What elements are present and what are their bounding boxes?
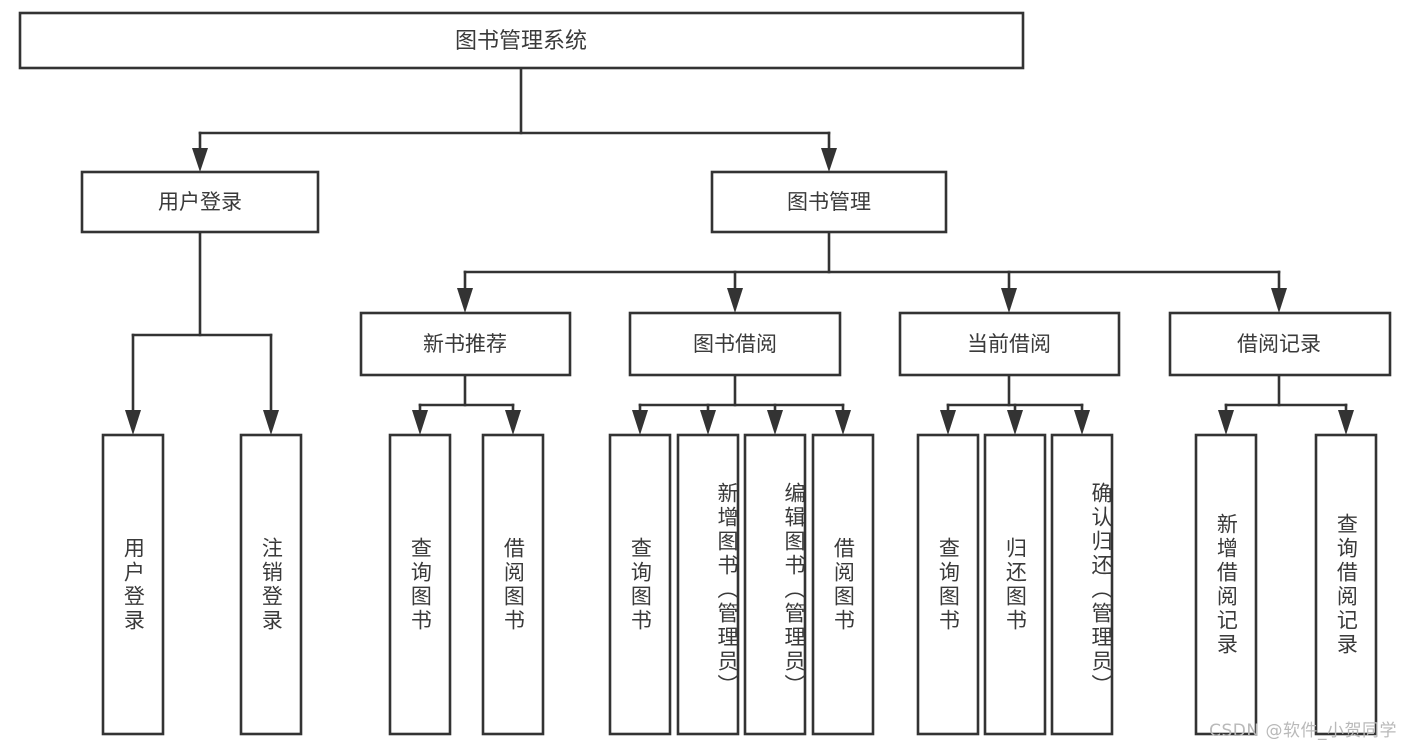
leaf-box-user-login[interactable] [101,433,165,736]
node-book-borrow-box[interactable] [628,311,842,377]
connector-group-current-borrow [940,373,1090,435]
arrowhead-icon [505,410,521,435]
connector-group-book-borrow [632,373,851,435]
node-book-borrow-label: 图书借阅 [693,332,777,356]
arrowhead-icon [835,410,851,435]
connector-group-new-book-rec [412,373,521,435]
leaf-box-borrow-book-1[interactable] [481,433,545,736]
node-book-borrow[interactable]: 图书借阅 [628,311,842,377]
node-root[interactable]: 图书管理系统 [18,11,1025,70]
node-user-login-label: 用户登录 [158,190,242,214]
connector-group-book-mgmt [457,230,1287,313]
node-current-borrow-label: 当前借阅 [967,332,1051,356]
arrowhead-icon [700,410,716,435]
node-new-book-recommend-box[interactable] [359,311,572,377]
arrowhead-icon [1218,410,1234,435]
arrowhead-icon [1074,410,1090,435]
node-root-box[interactable] [18,11,1025,70]
arrowhead-icon [821,148,837,172]
node-new-book-recommend[interactable]: 新书推荐 [359,311,572,377]
leaf-box-return-book[interactable] [983,433,1047,736]
leaf-box-query-book-1[interactable] [388,433,452,736]
node-book-management[interactable]: 图书管理 [710,170,948,234]
node-borrow-record[interactable]: 借阅记录 [1168,311,1392,377]
node-current-borrow-box[interactable] [898,311,1121,377]
arrowhead-icon [940,410,956,435]
connector-group-user-login [125,230,279,435]
arrowhead-icon [1001,288,1017,313]
arrowhead-icon [457,288,473,313]
node-user-login[interactable]: 用户登录 [80,170,320,234]
arrowhead-icon [263,410,279,435]
leaf-box-query-book-3[interactable] [916,433,980,736]
node-book-management-box[interactable] [710,170,948,234]
leaf-box-query-borrow-record[interactable] [1314,433,1378,736]
node-user-login-box[interactable] [80,170,320,234]
leaf-box-borrow-book-2[interactable] [811,433,875,736]
arrowhead-icon [1007,410,1023,435]
arrowhead-icon [125,410,141,435]
leaf-box-logout[interactable] [239,433,303,736]
leaf-box-confirm-return-admin[interactable] [1050,433,1114,736]
arrowhead-icon [192,148,208,172]
node-new-book-recommend-label: 新书推荐 [423,332,507,356]
csdn-watermark: CSDN @软件_小贺同学 [1209,721,1397,741]
connector-group-root [192,66,837,172]
arrowhead-icon [632,410,648,435]
node-current-borrow[interactable]: 当前借阅 [898,311,1121,377]
connector-group-borrow-record [1218,373,1354,435]
leaf-box-add-borrow-record[interactable] [1194,433,1258,736]
arrowhead-icon [1338,410,1354,435]
arrowhead-icon [727,288,743,313]
node-book-management-label: 图书管理 [787,190,871,214]
node-borrow-record-box[interactable] [1168,311,1392,377]
arrowhead-icon [412,410,428,435]
arrowhead-icon [767,410,783,435]
leaf-box-add-book-admin[interactable] [676,433,740,736]
leaf-box-query-book-2[interactable] [608,433,672,736]
arrowhead-icon [1271,288,1287,313]
leaf-box-edit-book-admin[interactable] [743,433,807,736]
node-borrow-record-label: 借阅记录 [1237,332,1321,356]
node-root-label: 图书管理系统 [455,29,587,54]
